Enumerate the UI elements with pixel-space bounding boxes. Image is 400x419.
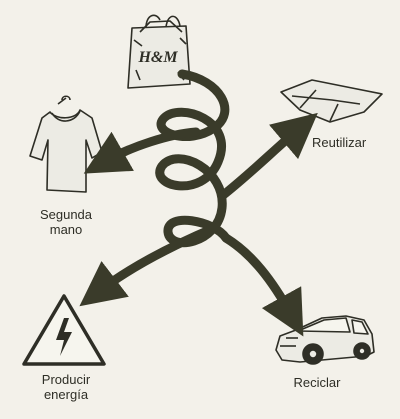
shopping-bag-icon: H&M	[127, 14, 191, 89]
label-reutilizar-text: Reutilizar	[312, 135, 367, 150]
arrow-to-producir-energia	[79, 223, 219, 307]
label-reciclar-text: Reciclar	[293, 375, 341, 390]
label-producir-energia-line2: energía	[43, 387, 89, 402]
spiral-arrows	[79, 69, 318, 337]
arrow-to-reciclar	[221, 233, 304, 337]
tshirt-icon	[29, 95, 103, 193]
label-reutilizar: Reutilizar	[312, 135, 366, 150]
label-producir-energia: Producir energía	[26, 372, 106, 402]
car-icon	[275, 315, 375, 365]
high-voltage-warning-icon	[22, 294, 106, 366]
bag-brand-logo: H&M	[137, 49, 178, 66]
label-producir-energia-line1: Producir	[41, 372, 91, 387]
spiral-coil	[155, 69, 231, 248]
label-reciclar: Reciclar	[286, 375, 348, 390]
label-segunda-mano: Segunda mano	[26, 207, 106, 237]
arrow-to-reutilizar	[217, 112, 318, 201]
label-segunda-mano-line2: mano	[49, 222, 83, 237]
arrow-to-segunda-mano	[83, 127, 201, 174]
label-segunda-mano-line1: Segunda	[39, 207, 93, 222]
cloth-rag-icon	[280, 79, 383, 123]
